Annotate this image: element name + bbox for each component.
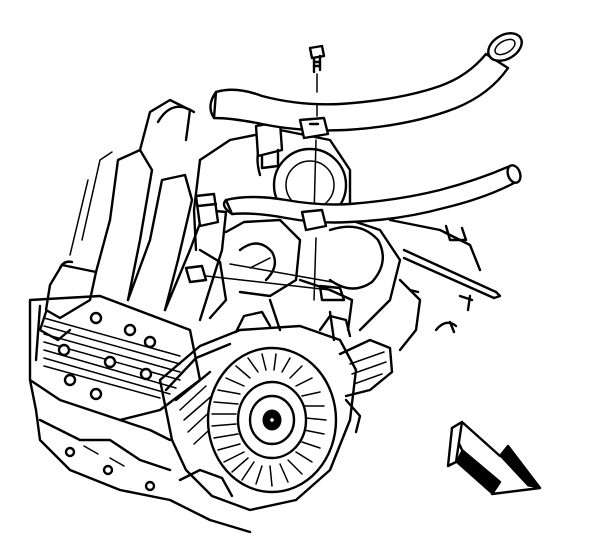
lower-heater-hose [222,164,522,232]
front-view-arrow [446,420,542,496]
hose-mount-bolt [308,44,326,301]
alternator-fins [211,353,327,487]
bracket-lines [184,263,346,342]
exhaust-manifold [38,98,228,342]
valve-cover [28,294,202,422]
thermostat-housing [194,120,284,228]
upper-coolant-hose [209,32,523,140]
oil-dipstick-tube [388,218,502,352]
alternator [158,310,394,512]
